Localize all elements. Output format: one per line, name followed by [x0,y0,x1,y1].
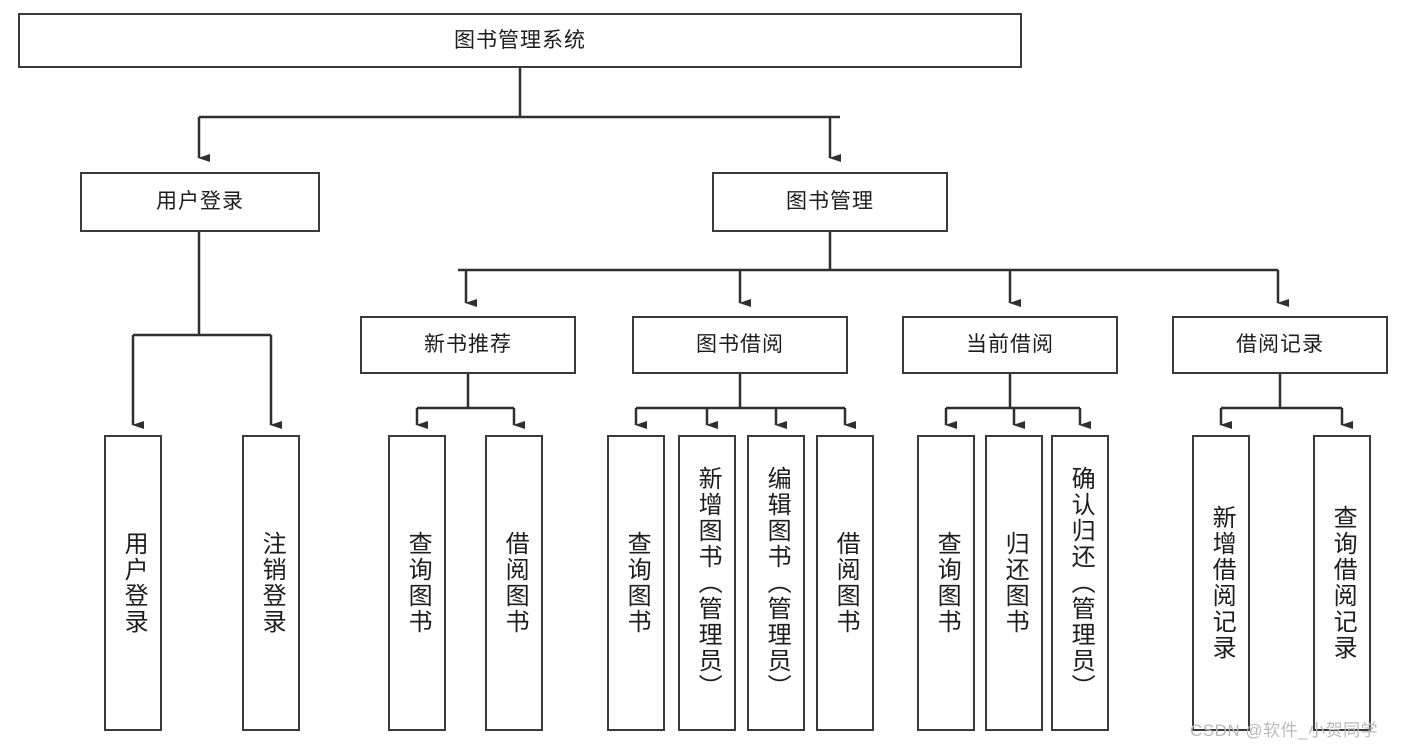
node-borrow-record[interactable]: 借阅记录 [1172,316,1388,374]
node-book-borrow[interactable]: 图书借阅 [632,316,848,374]
leaf-current-query-book[interactable]: 查询图书 [917,435,975,731]
leaf-borrow-edit-book-label: 编辑图书（管理员） [763,466,791,700]
leaf-record-query-label: 查询借阅记录 [1329,505,1357,661]
leaf-borrow-borrow-book[interactable]: 借阅图书 [816,435,874,731]
leaf-record-add-label: 新增借阅记录 [1208,505,1236,661]
node-book-management-label: 图书管理 [786,190,874,214]
leaf-recommend-borrow-book-label: 借阅图书 [501,531,529,635]
leaf-borrow-add-book[interactable]: 新增图书（管理员） [678,435,736,731]
leaf-current-confirm-return[interactable]: 确认归还（管理员） [1051,435,1109,731]
node-current-borrow[interactable]: 当前借阅 [902,316,1118,374]
csdn-watermark: CSDN @软件_小贺同学 [1190,721,1379,740]
leaf-user-login-label: 用户登录 [120,531,148,635]
node-user-login-label: 用户登录 [156,190,244,214]
leaf-borrow-add-book-label: 新增图书（管理员） [694,466,722,700]
node-new-book-recommend[interactable]: 新书推荐 [360,316,576,374]
node-book-borrow-label: 图书借阅 [696,333,784,357]
leaf-user-logout-label: 注销登录 [258,531,286,635]
leaf-current-query-book-label: 查询图书 [933,531,961,635]
leaf-record-query[interactable]: 查询借阅记录 [1313,435,1371,731]
node-root[interactable]: 图书管理系统 [18,13,1022,68]
leaf-recommend-query-book[interactable]: 查询图书 [388,435,446,731]
node-root-label: 图书管理系统 [454,28,586,52]
leaf-record-add[interactable]: 新增借阅记录 [1192,435,1250,731]
node-book-management[interactable]: 图书管理 [712,172,948,232]
leaf-borrow-borrow-book-label: 借阅图书 [832,531,860,635]
leaf-user-logout[interactable]: 注销登录 [242,435,300,731]
node-borrow-record-label: 借阅记录 [1236,333,1324,357]
leaf-current-return-book-label: 归还图书 [1001,531,1029,635]
leaf-borrow-query-book[interactable]: 查询图书 [607,435,665,731]
leaf-user-login[interactable]: 用户登录 [104,435,162,731]
node-user-login[interactable]: 用户登录 [80,172,320,232]
leaf-recommend-borrow-book[interactable]: 借阅图书 [485,435,543,731]
node-new-book-recommend-label: 新书推荐 [424,333,512,357]
leaf-recommend-query-book-label: 查询图书 [404,531,432,635]
node-current-borrow-label: 当前借阅 [966,333,1054,357]
leaf-current-return-book[interactable]: 归还图书 [985,435,1043,731]
leaf-borrow-query-book-label: 查询图书 [623,531,651,635]
leaf-current-confirm-return-label: 确认归还（管理员） [1067,466,1095,700]
leaf-borrow-edit-book[interactable]: 编辑图书（管理员） [747,435,805,731]
